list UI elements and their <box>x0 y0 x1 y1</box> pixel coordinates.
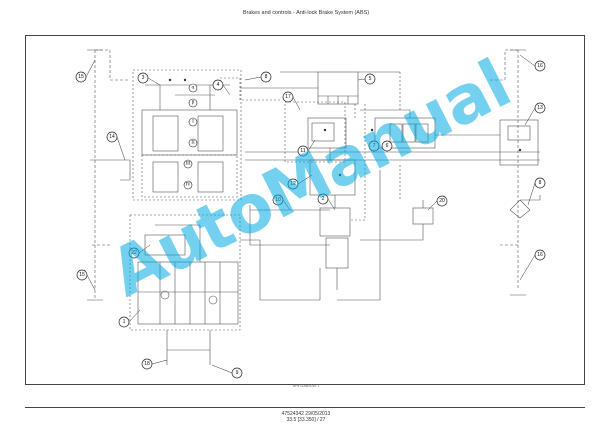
callout-20: 20 <box>439 198 445 204</box>
callout-8-right: 8 <box>539 180 542 186</box>
label-roman-iv: IV <box>185 182 191 188</box>
callout-2: 2 <box>322 196 325 202</box>
figure-caption: RHF11ABS018 1 <box>292 384 320 388</box>
callout-7: 7 <box>373 143 376 149</box>
document-number: 47524342 29/05/2013 <box>281 411 331 417</box>
callout-13: 13 <box>537 105 543 111</box>
callout-16-top: 16 <box>537 63 543 69</box>
callout-15-lower: 15 <box>79 272 85 278</box>
callout-3: 3 <box>142 75 145 81</box>
footer-divider <box>25 407 585 408</box>
callout-4: 4 <box>217 82 220 88</box>
callout-5: 5 <box>369 76 372 82</box>
label-roman-i: I <box>192 119 194 125</box>
label-roman-ii: II <box>191 140 195 146</box>
label-beta: β <box>192 100 195 106</box>
callout-17: 17 <box>285 94 291 100</box>
callout-8: 8 <box>265 74 268 80</box>
page-footer: 47524342 29/05/2013 33.5 [33.350] / 27 <box>0 411 612 423</box>
callout-14: 14 <box>109 134 115 140</box>
callout-9: 9 <box>236 370 239 376</box>
callout-6: 6 <box>386 143 389 149</box>
callout-16-lower: 16 <box>537 252 543 258</box>
callout-15: 15 <box>78 74 84 80</box>
label-roman-iii: III <box>185 161 191 167</box>
page-number: 33.5 [33.350] / 27 <box>286 417 326 423</box>
page-header: Brakes and controls - Anti-lock Brake Sy… <box>242 10 370 16</box>
callout-22: 22 <box>131 250 137 256</box>
label-alpha: α <box>191 86 194 91</box>
callout-11: 11 <box>300 148 305 154</box>
callout-18: 18 <box>144 361 150 367</box>
diagram-frame <box>25 35 585 385</box>
callout-10: 10 <box>275 197 281 203</box>
callout-12: 12 <box>290 181 296 187</box>
callout-1: 1 <box>123 319 126 325</box>
